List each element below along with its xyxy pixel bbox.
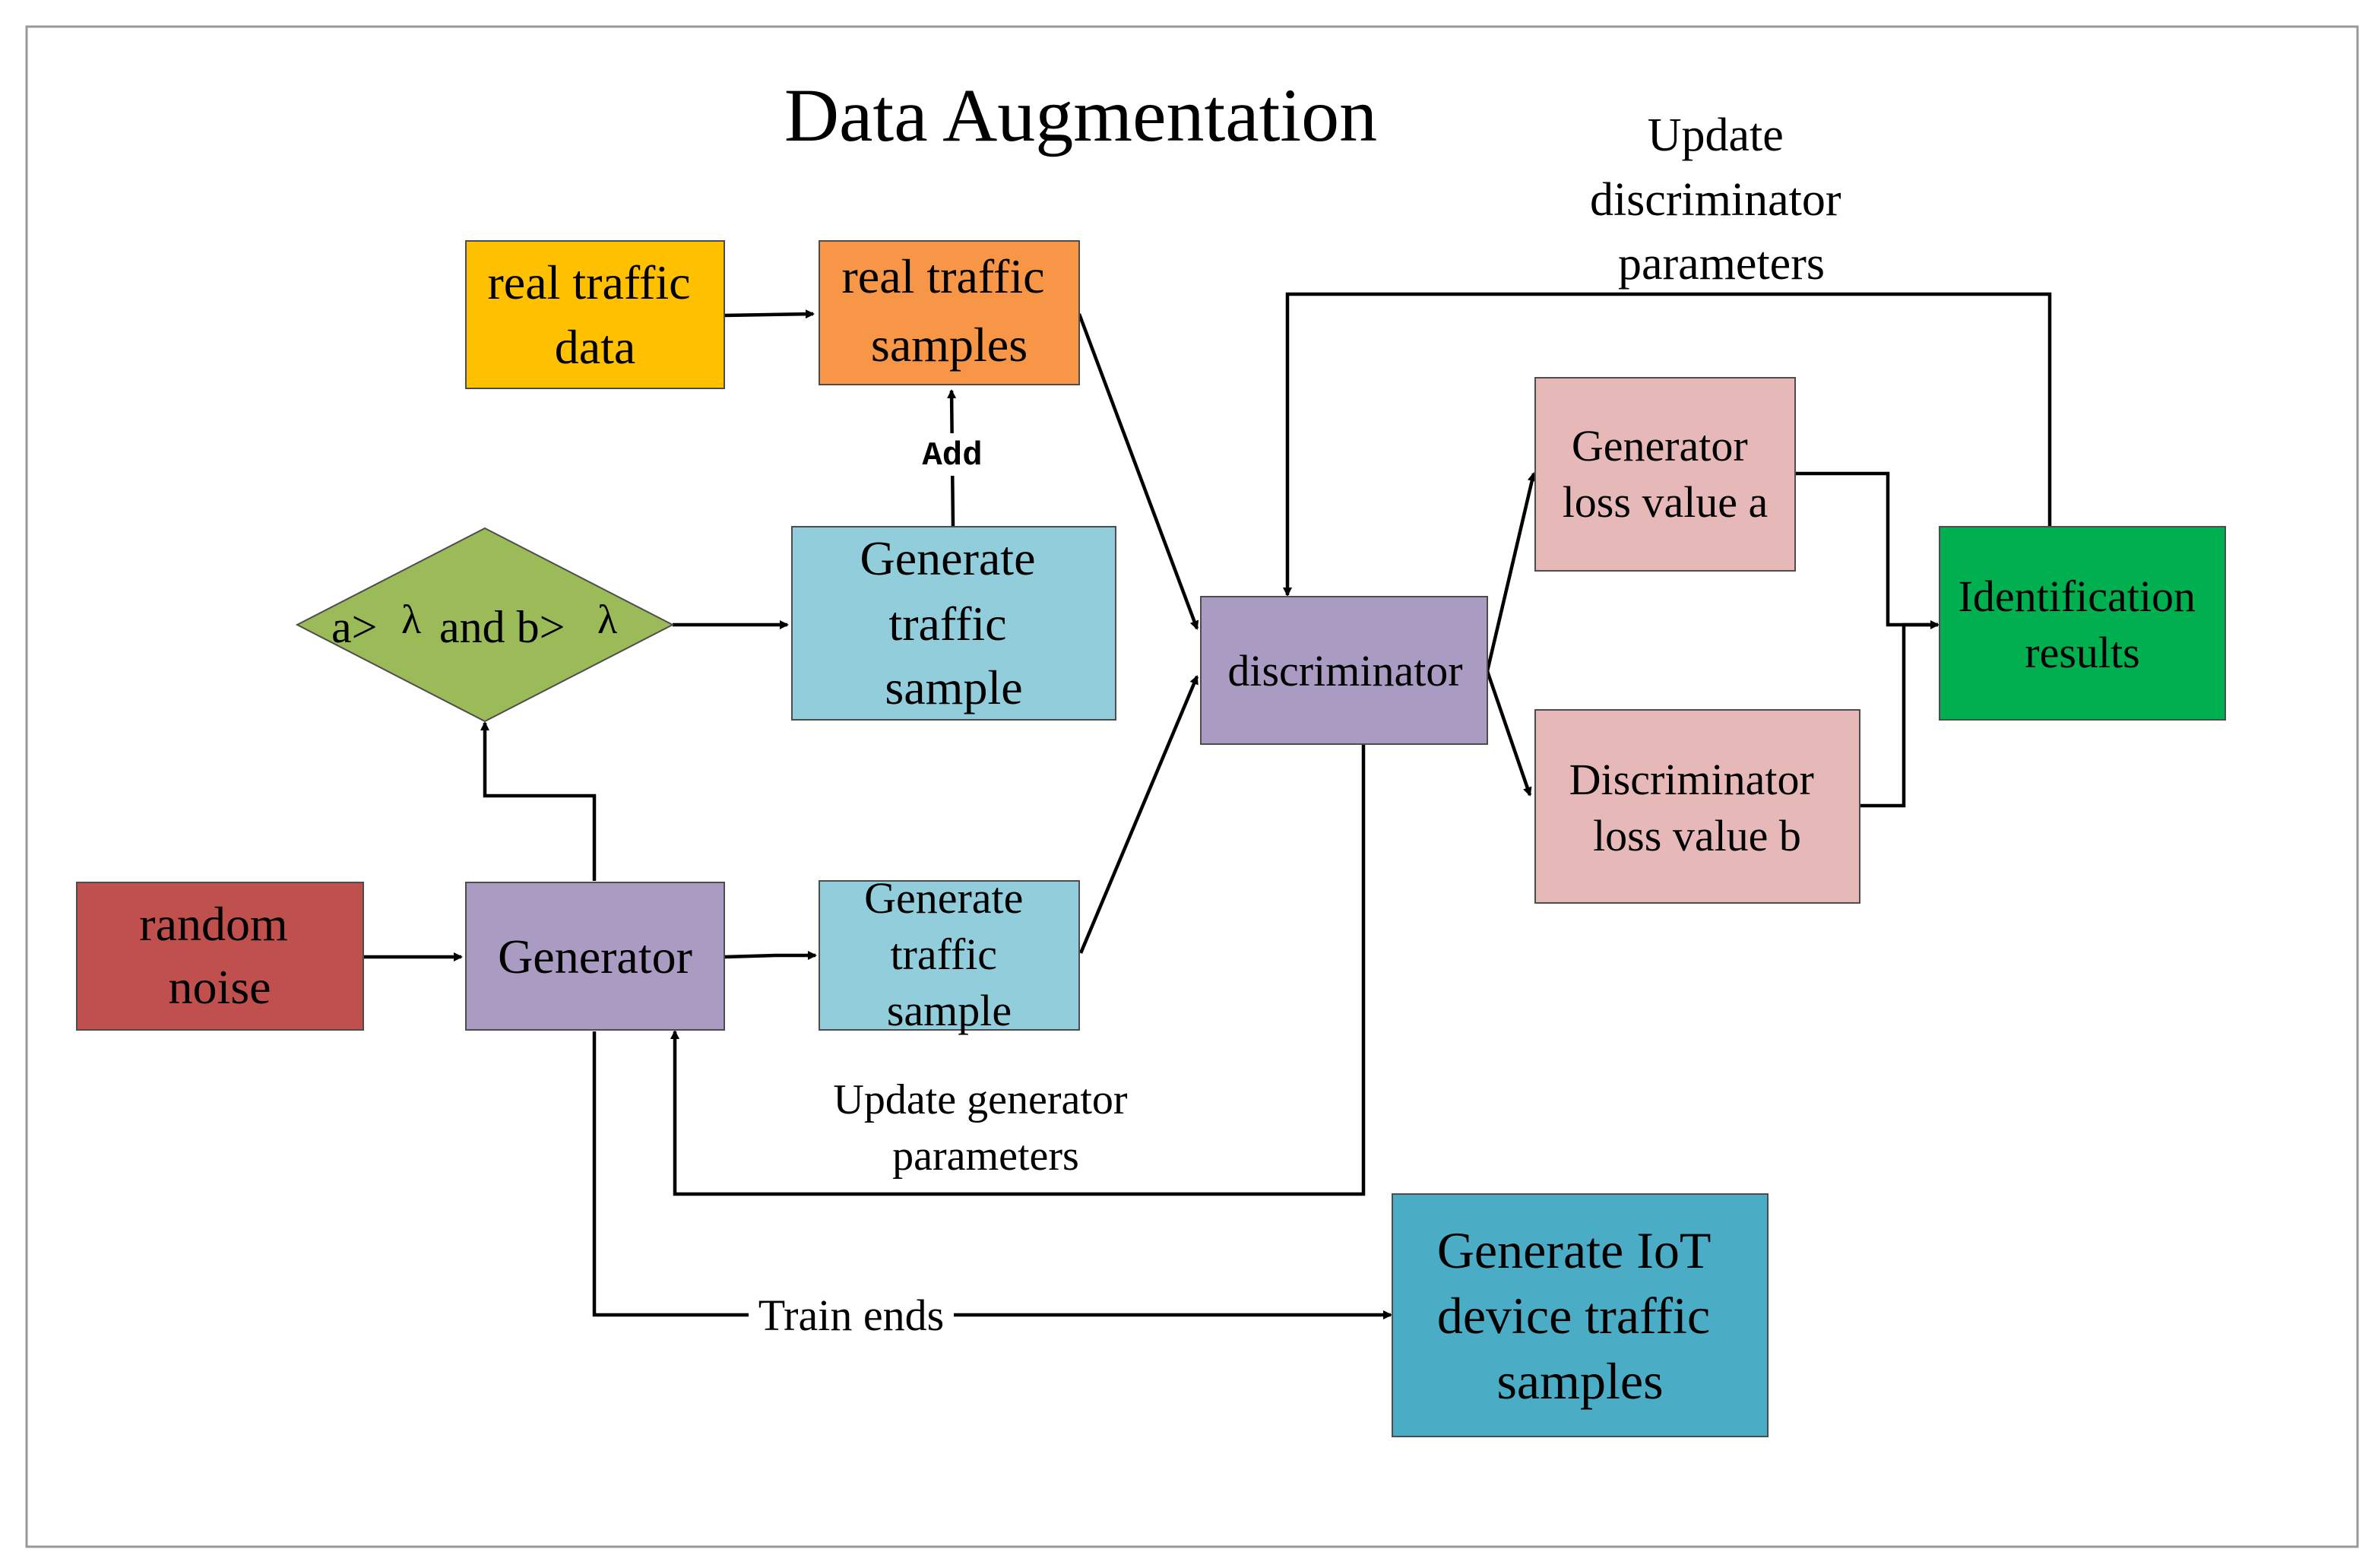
node-generator-loss — [1534, 377, 1796, 572]
node-discriminator-loss — [1534, 709, 1860, 904]
node-generator-label: Generator — [498, 930, 692, 984]
node-generator — [465, 882, 725, 1031]
edge-label-update-discriminator: Update discriminator parameters — [1590, 109, 1853, 290]
edge-update-discriminator — [1283, 292, 2052, 597]
diagram-title: Data Augmentation — [784, 73, 1377, 157]
node-generate-iot-samples — [1392, 1193, 1769, 1437]
node-generate-traffic-sample-top-label: Generate traffic sample — [860, 531, 1048, 714]
node-generate-iot-samples-label: Generate IoT device traffic samples — [1437, 1221, 1723, 1410]
node-condition-diamond — [295, 527, 675, 723]
node-real-traffic-data-label: real traffic data — [487, 255, 702, 374]
node-identification-results — [1939, 526, 2226, 721]
edge-disc-to-disc-loss — [1485, 670, 1532, 797]
node-discriminator-loss-label: Discriminator loss value b — [1569, 755, 1826, 860]
add-label-bg — [916, 433, 989, 476]
edge-generator-to-sample — [724, 951, 817, 960]
node-real-traffic-data — [465, 240, 725, 389]
node-discriminator-label: discriminator — [1227, 646, 1462, 695]
node-generate-traffic-sample-top — [791, 526, 1116, 721]
edge-data-to-samples — [724, 309, 815, 319]
node-generate-traffic-sample-bottom-label: Generate traffic sample — [864, 873, 1034, 1035]
node-random-noise-label: random noise — [139, 897, 300, 1014]
edge-label-add: Add — [922, 437, 982, 475]
node-real-traffic-samples — [819, 240, 1080, 385]
node-identification-results-label: Identification results — [1959, 572, 2207, 677]
edge-generated-to-discriminator — [1078, 675, 1199, 954]
edge-samples-to-discriminator — [1077, 313, 1199, 630]
train-ends-label-bg — [749, 1288, 954, 1342]
edge-disc-loss-to-results — [1860, 622, 1938, 808]
edge-label-train-ends: Train ends — [758, 1291, 944, 1340]
node-real-traffic-samples-label: real traffic samples — [841, 249, 1056, 372]
edges — [363, 292, 2052, 1319]
node-discriminator — [1200, 596, 1488, 745]
edge-label-update-generator: Update generator parameters — [833, 1076, 1138, 1180]
edge-disc-to-gen-loss — [1485, 472, 1537, 672]
node-random-noise — [76, 882, 364, 1031]
edge-generator-to-condition — [480, 721, 597, 881]
edge-update-generator — [670, 744, 1366, 1196]
node-generator-loss-label: Generator loss value a — [1563, 421, 1769, 527]
outer-frame — [25, 25, 2359, 1548]
edge-gen-loss-to-results — [1795, 471, 1940, 629]
node-condition-label: a> λ and b> λ — [331, 593, 617, 652]
edge-train-ends — [592, 1031, 1392, 1319]
node-generate-traffic-sample-bottom — [819, 880, 1080, 1031]
